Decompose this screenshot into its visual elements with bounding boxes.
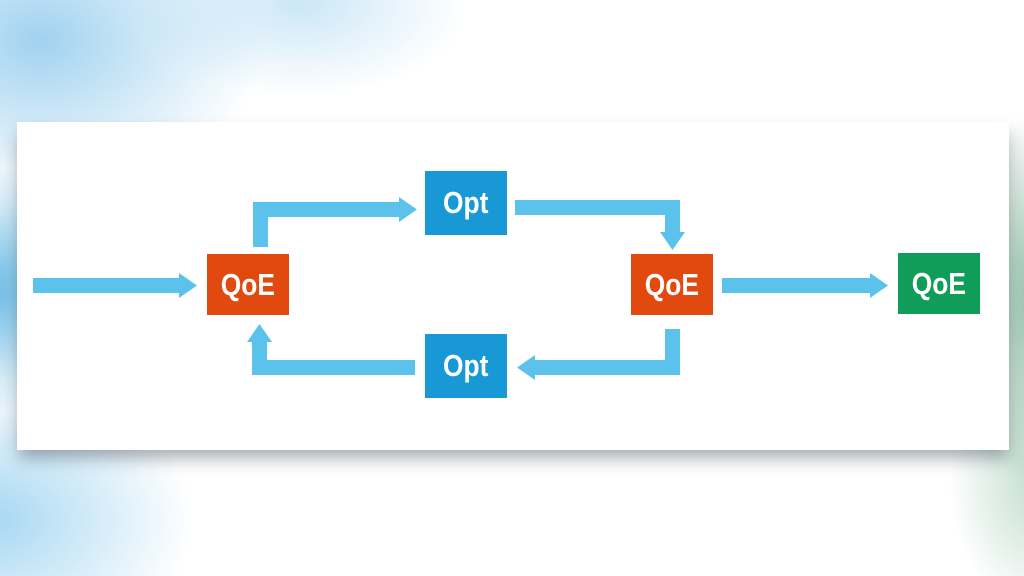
- arrow-right-down: [515, 200, 685, 250]
- arrow-left-up: [247, 324, 415, 375]
- node-qoe-right: QoE: [631, 254, 713, 315]
- arrow-down-left: [517, 329, 680, 380]
- node-qoe-left-label: QoE: [220, 266, 276, 302]
- arrow-output: [722, 273, 888, 298]
- node-opt-top-label: Opt: [443, 185, 489, 220]
- node-opt-bottom-label: Opt: [443, 348, 489, 383]
- node-qoe-output: QoE: [898, 253, 980, 314]
- node-qoe-left: QoE: [207, 254, 289, 315]
- arrow-input: [33, 273, 197, 298]
- arrow-up-right: [253, 197, 417, 247]
- flow-arrows: [33, 197, 888, 380]
- node-opt-bottom: Opt: [425, 334, 507, 398]
- node-qoe-output-label: QoE: [911, 265, 967, 301]
- node-opt-top: Opt: [425, 171, 507, 235]
- diagram-panel: QoE Opt Opt QoE QoE: [17, 122, 1009, 450]
- node-qoe-right-label: QoE: [644, 266, 700, 302]
